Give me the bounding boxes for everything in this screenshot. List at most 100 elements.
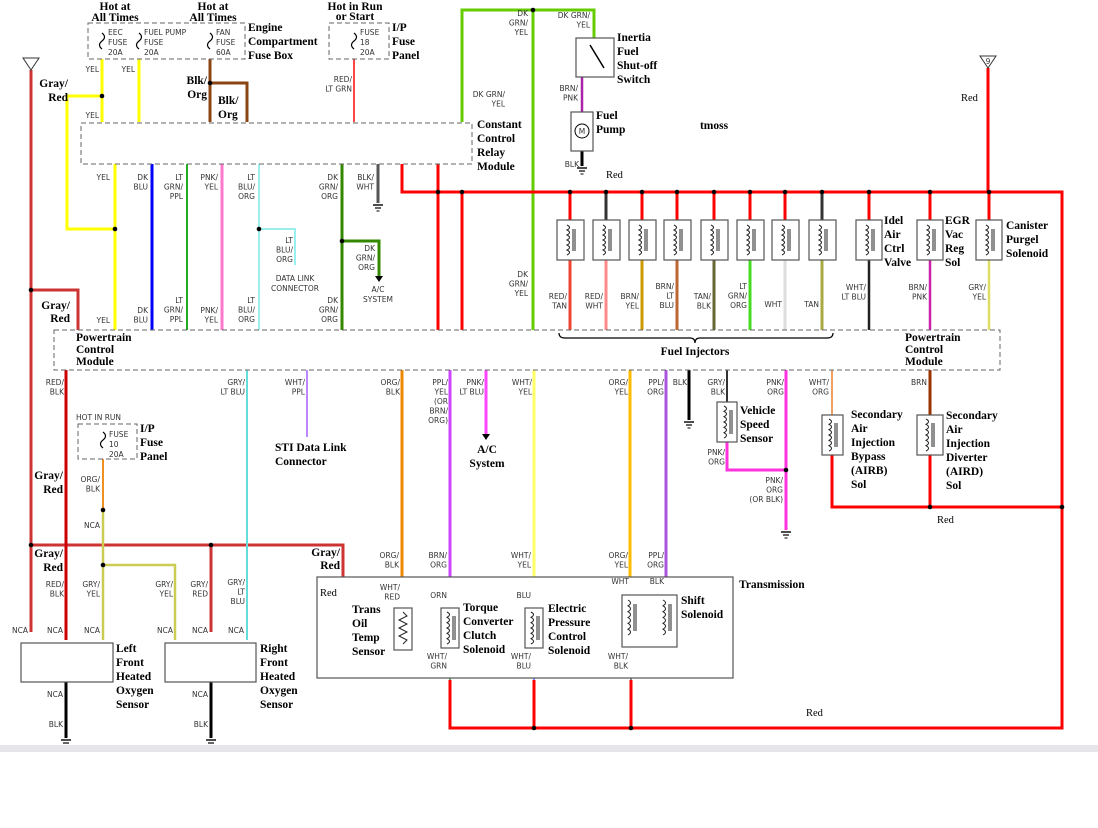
red-wire-label: Red (961, 93, 979, 104)
idle-air-label-line: Air (884, 229, 901, 241)
wire-color-label: PPL/ORG (647, 551, 664, 570)
wire-color-label-line: DK (517, 270, 529, 279)
wire-color-label-line: WHT (356, 183, 374, 192)
aird-label-line: Injection (946, 438, 991, 450)
coil-icon (529, 611, 540, 645)
splice-dot (927, 504, 933, 510)
wire-color-label-line: LT (247, 296, 255, 305)
wire-color-label-line: BRN/ (621, 292, 640, 301)
fuel-injector-box (700, 219, 729, 261)
wire-color-label-line: PNK (912, 293, 928, 302)
wires (22, 7, 1065, 744)
aird-label-line: Sol (946, 480, 961, 492)
splice-dot (711, 189, 717, 195)
splice-dot (339, 238, 345, 244)
red-wire-label: Red (606, 170, 624, 181)
wire-color-label: BRN/PNK (909, 283, 929, 302)
wire-color-label-line: ORG/ (381, 378, 401, 387)
fuel-pump-label-line: Fuel (596, 110, 618, 122)
switch-icon (589, 44, 605, 69)
gray-red-label-line: Gray/ (311, 547, 341, 559)
wire-color-label: WHT/ORG (809, 378, 830, 397)
vss-label-line: Vehicle (740, 405, 775, 417)
wire-color-label-line: PPL (292, 388, 306, 397)
wire-color-label-line: DK (364, 244, 376, 253)
splice-dot (530, 7, 536, 13)
sti-connector-label-line: STI Data Link (275, 442, 347, 454)
fuel-injector-box (808, 219, 837, 261)
wire-color-label-line: GRN/ (319, 183, 339, 192)
wire-color-label: ORN (430, 591, 447, 600)
arrow-icon (375, 276, 383, 282)
wire-color-label-line: BRN/ (430, 407, 449, 416)
wire-color-label-line: WHT/ (846, 283, 867, 292)
wire-color-label-line: PPL (170, 315, 184, 324)
wire-color-label-line: PPL/ (648, 551, 664, 560)
wire-color-label-line: WHT/ (809, 378, 830, 387)
watermark: tmoss (700, 120, 729, 132)
wire-color-label: BRN/PNK (560, 84, 580, 103)
wire-color-label-line: BLK (711, 388, 726, 397)
airb-label-line: Injection (851, 437, 896, 449)
wire-color-label: PNK/YEL (200, 173, 218, 192)
gray-red-label-line: Red (320, 560, 340, 572)
wire-color-label: NCA (47, 626, 64, 635)
wire-color-label-line: BLU (517, 591, 531, 600)
wire-color-label: NCA (192, 690, 209, 699)
ip-fuse-panel-box (328, 22, 390, 60)
blk-org-label-line: Blk/ (218, 95, 239, 107)
wire-color-label-line: BLK (86, 485, 101, 494)
tot-sensor-box (393, 607, 413, 651)
gray-red-label-line: Gray/ (41, 300, 71, 312)
ip-fuse-10-label-line: FUSE (109, 430, 129, 439)
wire-color-label-line: BRN (911, 378, 927, 387)
splice-dot (639, 189, 645, 195)
wire-color-label-line: GRN/ (509, 19, 529, 28)
ip-fuse-18-label-line: FUSE (360, 28, 380, 37)
ip-fuse-panel-bottom-label-line: Panel (140, 451, 167, 463)
left-o2-sensor-box (20, 642, 114, 683)
wire-color-label-line: YEL (518, 388, 533, 397)
wire-color-label: RED/BLK (46, 580, 65, 599)
splice-dot (100, 562, 106, 568)
wire-color-label: GRY/RED (190, 580, 208, 599)
wire-color-label-line: WHT/ (608, 652, 629, 661)
inertia-switch-label-line: Switch (617, 74, 651, 86)
injector-coil-icon (780, 224, 791, 256)
wire-color-label: BLK (650, 577, 665, 586)
wire-color-label-line: GRY/ (190, 580, 208, 589)
ccrm-box (80, 122, 473, 165)
dk-grn-org-wire (342, 239, 381, 278)
wire-color-label-line: DK GRN/ (473, 90, 506, 99)
wire-color-label-line: WHT/ (285, 378, 306, 387)
wire-color-label-line: LT (739, 282, 747, 291)
gry-yel-wire (103, 563, 177, 640)
wire-color-label: GRY/LT BLU (220, 378, 245, 397)
airb-label-line: Secondary (851, 409, 903, 421)
wire-color-label: WHT/PPL (285, 378, 306, 397)
wire-color-label: NCA (12, 626, 29, 635)
ip-fuse-18-label-line: 18 (360, 38, 370, 47)
red-wire-label: Red (806, 708, 824, 719)
wire-color-label-line: LT (247, 173, 255, 182)
coil-icon (984, 224, 995, 256)
tot-label-line: Temp (352, 632, 380, 644)
wire-color-label: GRY/YEL (155, 580, 173, 599)
wire-color-label-line: ORG/ (81, 475, 101, 484)
wire-color-label: DK GRN/YEL (558, 11, 591, 30)
fan-fuse-label-line: FAN (216, 28, 230, 37)
ground-icon (684, 421, 694, 429)
wire-color-label: PNK/LT BLU (459, 378, 484, 397)
gray-red-label-line: Red (50, 313, 70, 325)
fuel-pump-fuse-label-line: FUEL PUMP (144, 28, 187, 37)
dk-grn-yel-wire (460, 8, 596, 122)
